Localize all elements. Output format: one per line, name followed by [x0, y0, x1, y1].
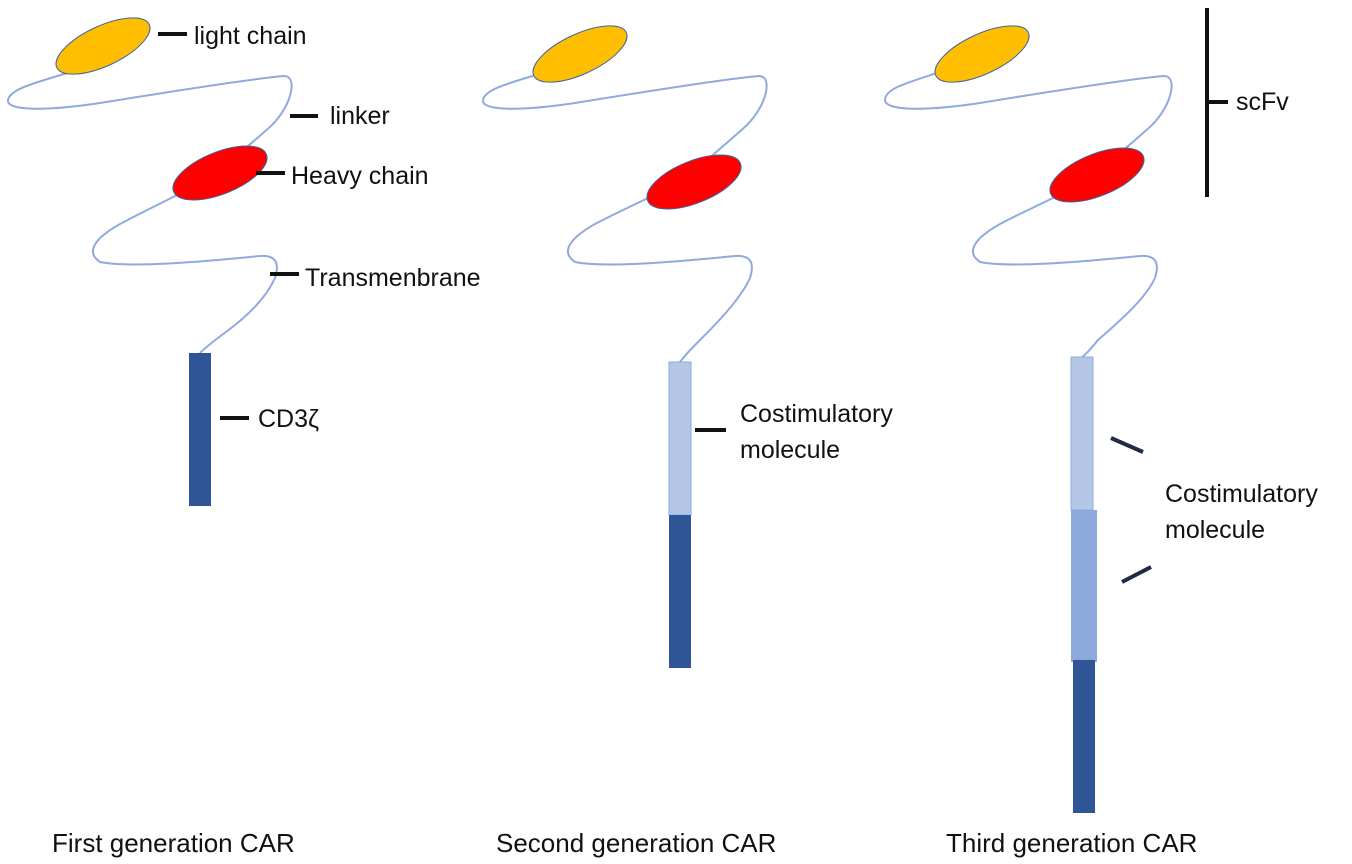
costimulatory-label-line1: Costimulatory — [1165, 480, 1318, 508]
costimulatory-label-line2: molecule — [740, 436, 840, 464]
linker-chain — [7, 71, 293, 354]
heavy-chain-domain — [1049, 147, 1145, 203]
cd3z-domain — [669, 515, 691, 668]
transmembrane-label: Transmenbrane — [305, 264, 481, 292]
cd3z-domain — [189, 353, 211, 506]
third-generation-caption: Third generation CAR — [946, 828, 1197, 858]
costimulatory-label-line2: molecule — [1165, 516, 1265, 544]
scfv-label: scFv — [1236, 88, 1289, 116]
light-chain-domain — [934, 25, 1030, 83]
costimulatory-domain-1 — [1070, 356, 1094, 511]
costimulatory-label-line1: Costimulatory — [740, 400, 893, 428]
linker-chain — [482, 71, 768, 363]
costimulatory-domain — [668, 361, 692, 516]
costimulatory-tick-2 — [1121, 565, 1152, 584]
cd3z-domain — [1073, 660, 1095, 813]
second-generation-caption: Second generation CAR — [496, 828, 776, 858]
linker-chain — [883, 71, 1173, 358]
heavy-chain-domain — [172, 145, 268, 201]
cd3z-label: CD3ζ — [258, 405, 319, 433]
heavy-chain-label: Heavy chain — [291, 162, 429, 190]
costimulatory-tick-1 — [1110, 436, 1144, 454]
panel-second-generation: Costimulatory molecule Second generation… — [482, 25, 893, 858]
first-generation-caption: First generation CAR — [52, 828, 295, 858]
light-chain-domain — [55, 17, 151, 75]
light-chain-label: light chain — [194, 22, 307, 50]
light-chain-domain — [532, 25, 628, 83]
costimulatory-domain-2 — [1071, 510, 1097, 662]
panel-first-generation: light chain linker Heavy chain Transmenb… — [7, 17, 481, 858]
panel-third-generation: scFv Costimulatory molecule Third genera… — [883, 8, 1318, 858]
heavy-chain-domain — [646, 154, 742, 210]
linker-label: linker — [330, 102, 390, 130]
